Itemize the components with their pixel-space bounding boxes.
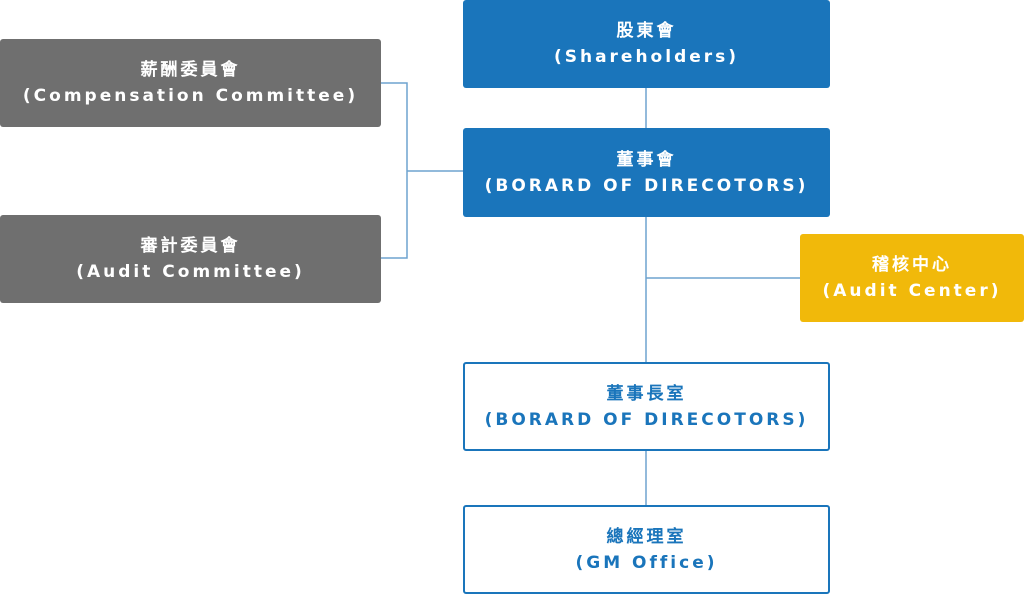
chairman-office-en-label: (BORARD OF DIRECOTORS) — [484, 409, 809, 430]
shareholders-zh-label: 股東會 — [616, 21, 677, 41]
shareholders-node: 股東會 (Shareholders) — [463, 0, 830, 88]
board-en-label: (BORARD OF DIRECOTORS) — [484, 175, 809, 196]
chairman-office-zh-label: 董事長室 — [606, 383, 687, 404]
audit-center-en-label: (Audit Center) — [822, 281, 1002, 301]
audit-committee-zh-label: 審計委員會 — [140, 236, 241, 256]
connector-committees-bracket — [381, 82, 408, 259]
compensation-en-label: (Compensation Committee) — [22, 86, 359, 106]
gm-office-zh-label: 總經理室 — [606, 526, 687, 547]
audit-committee-node: 審計委員會 (Audit Committee) — [0, 215, 381, 303]
audit-committee-en-label: (Audit Committee) — [76, 262, 305, 282]
audit-center-node: 稽核中心 (Audit Center) — [800, 234, 1024, 322]
audit-center-zh-label: 稽核中心 — [872, 255, 952, 275]
gm-office-node: 總經理室 (GM Office) — [463, 505, 830, 594]
compensation-zh-label: 薪酬委員會 — [140, 60, 241, 80]
shareholders-en-label: (Shareholders) — [553, 47, 740, 67]
compensation-committee-node: 薪酬委員會 (Compensation Committee) — [0, 39, 381, 127]
board-zh-label: 董事會 — [616, 149, 677, 170]
board-node: 董事會 (BORARD OF DIRECOTORS) — [463, 128, 830, 217]
gm-office-en-label: (GM Office) — [575, 552, 718, 573]
chairman-office-node: 董事長室 (BORARD OF DIRECOTORS) — [463, 362, 830, 451]
